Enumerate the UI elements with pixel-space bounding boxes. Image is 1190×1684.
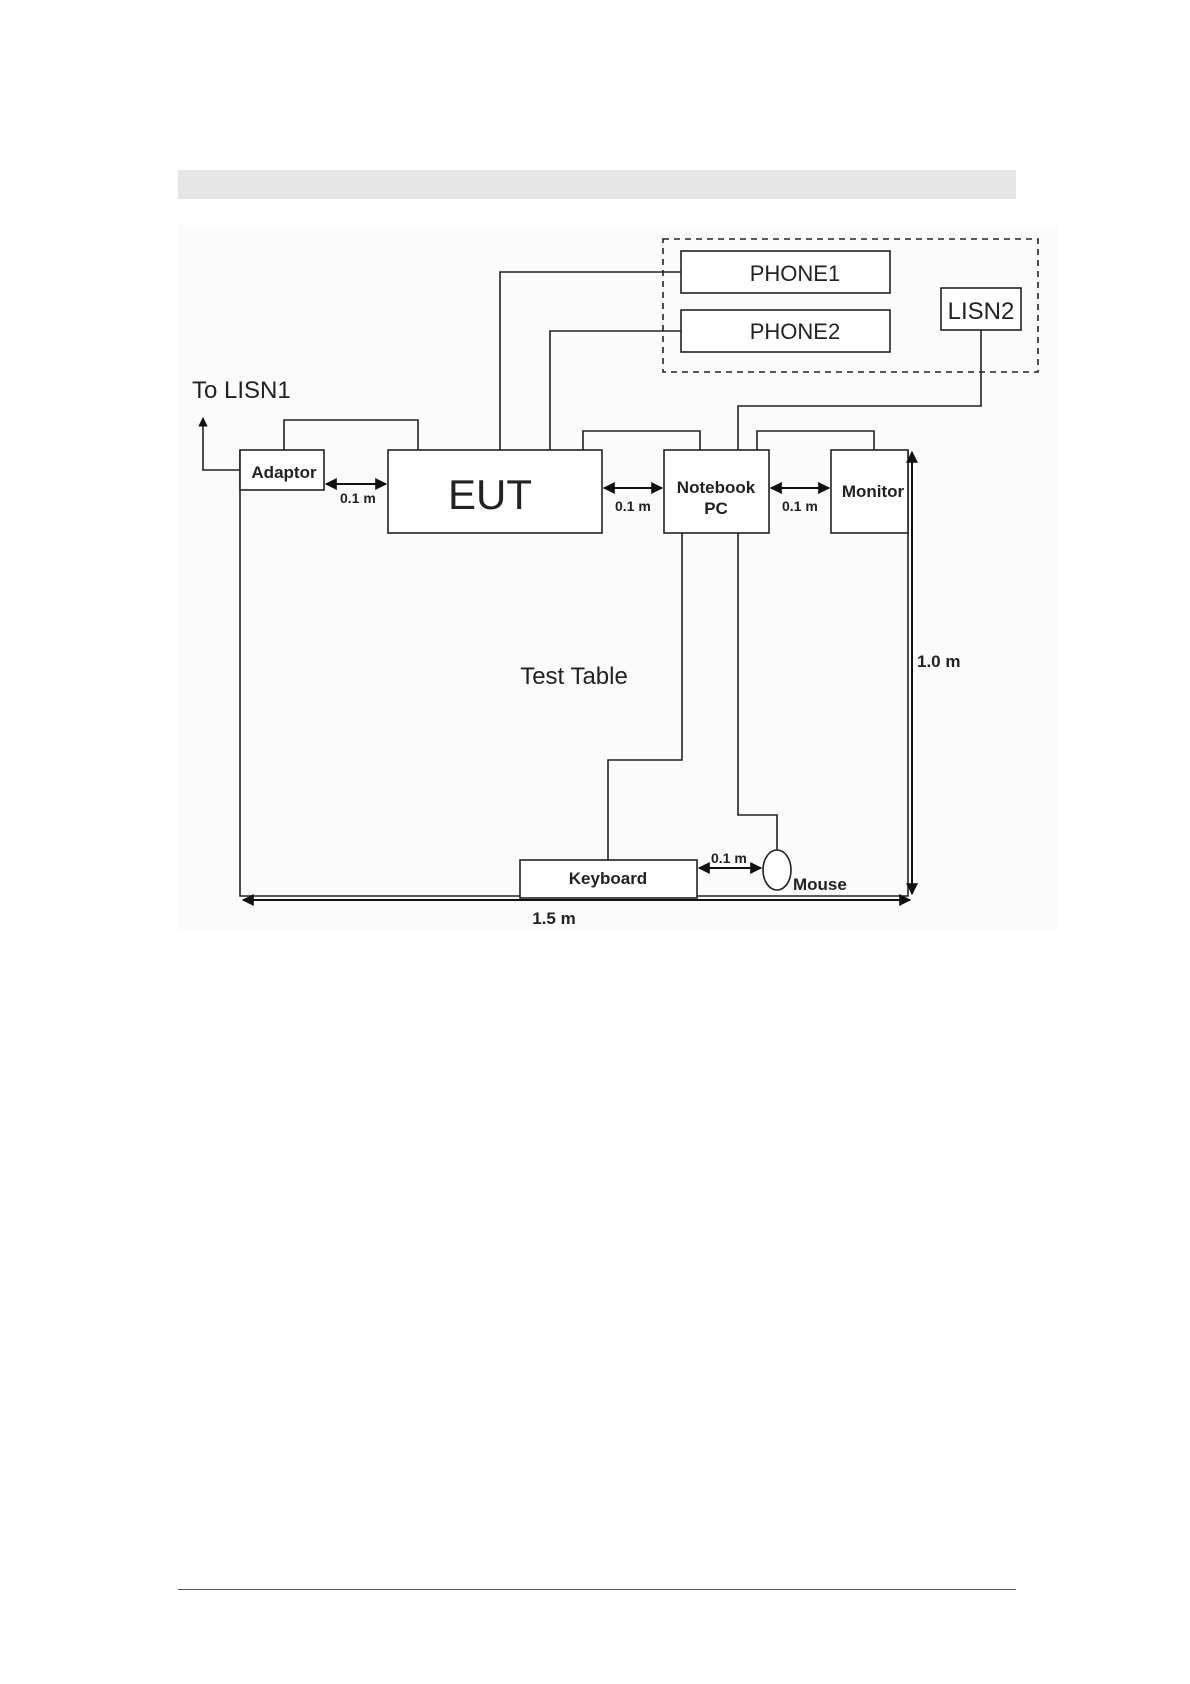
- notebook-label-line2: PC: [704, 499, 728, 518]
- keyboard-box: Keyboard: [520, 860, 697, 898]
- monitor-label: Monitor: [842, 482, 905, 501]
- eut-box: EUT: [388, 450, 602, 533]
- phone1-box: PHONE1: [681, 251, 890, 293]
- dim-label-notebook-monitor: 0.1 m: [782, 498, 818, 514]
- to-lisn1-label: To LISN1: [192, 377, 291, 404]
- adaptor-box: Adaptor: [240, 450, 324, 490]
- lisn2-box: LISN2: [941, 288, 1021, 330]
- test-table-label: Test Table: [520, 663, 628, 690]
- dim-label-eut-notebook: 0.1 m: [615, 498, 651, 514]
- dim-label-adaptor-eut: 0.1 m: [340, 490, 376, 506]
- notebook-label-line1: Notebook: [677, 478, 756, 497]
- phone1-label: PHONE1: [750, 261, 840, 286]
- mouse-label: Mouse: [793, 875, 847, 894]
- dim-label-table-width: 1.5 m: [532, 909, 575, 928]
- keyboard-label: Keyboard: [569, 869, 647, 888]
- monitor-box: Monitor: [831, 450, 908, 533]
- phone2-box: PHONE2: [681, 310, 890, 352]
- phone2-label: PHONE2: [750, 319, 840, 344]
- adaptor-label: Adaptor: [251, 463, 317, 482]
- dim-label-keyboard-mouse: 0.1 m: [711, 850, 747, 866]
- eut-label: EUT: [448, 471, 532, 518]
- notebook-pc-box: Notebook PC: [664, 450, 769, 533]
- mouse-shape: [763, 850, 791, 890]
- lisn2-label: LISN2: [948, 298, 1015, 325]
- footer-rule: [178, 1589, 1016, 1590]
- dim-label-table-depth: 1.0 m: [917, 652, 960, 671]
